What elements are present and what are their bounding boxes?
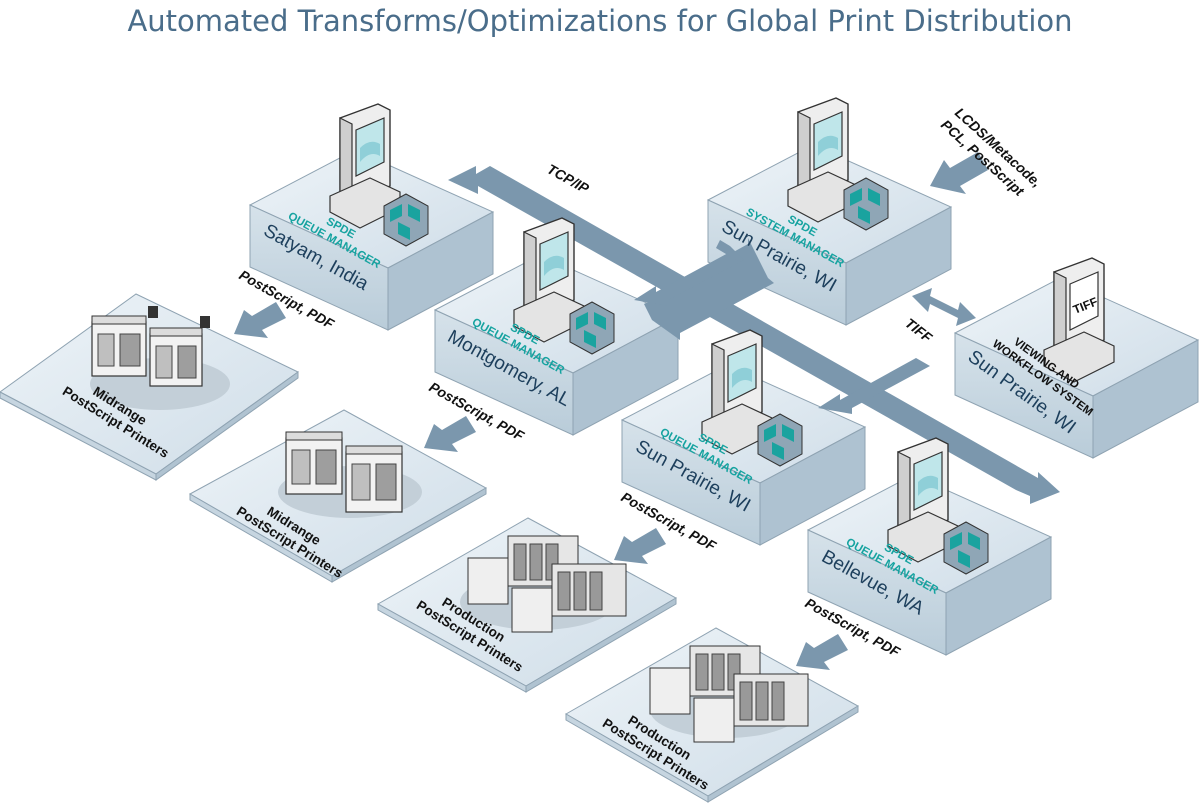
midrange-printer-icon [91,306,210,387]
gear-cube-icon [843,177,889,231]
printer-platform-2 [188,409,488,583]
production-printer-icon [649,645,809,743]
gear-cube-icon [757,413,803,467]
input-arrow [930,152,988,194]
server-computer-icon [329,103,429,247]
server-computer-icon [701,329,803,467]
printer-platform-1 [0,293,299,481]
tcpip-branch-arrows [634,240,930,414]
flow-arrow-bellevue [796,634,848,670]
tiff-double-arrow [912,288,976,326]
viewing-computer-icon: TIFF [1043,257,1115,383]
midrange-printer-icon [285,431,403,513]
server-computer-icon [887,437,989,575]
tcpip-label: TCP/IP [545,161,593,197]
gear-cube-icon [943,521,989,575]
production-printer-icon [467,535,627,633]
flow-arrow-sunprairie [614,528,666,564]
gear-cube-icon [569,301,615,355]
diagram-title: Automated Transforms/Optimizations for G… [127,4,1073,38]
printer-platform-4 [564,627,860,803]
flow-arrow-montgomery [424,416,476,452]
tiff-link-label: TIFF [902,315,935,346]
server-computer-icon [787,97,889,231]
flow-arrow-satyam [234,302,286,338]
printer-platform-3 [376,517,678,693]
server-computer-icon [513,217,615,355]
gear-cube-icon [383,193,429,247]
